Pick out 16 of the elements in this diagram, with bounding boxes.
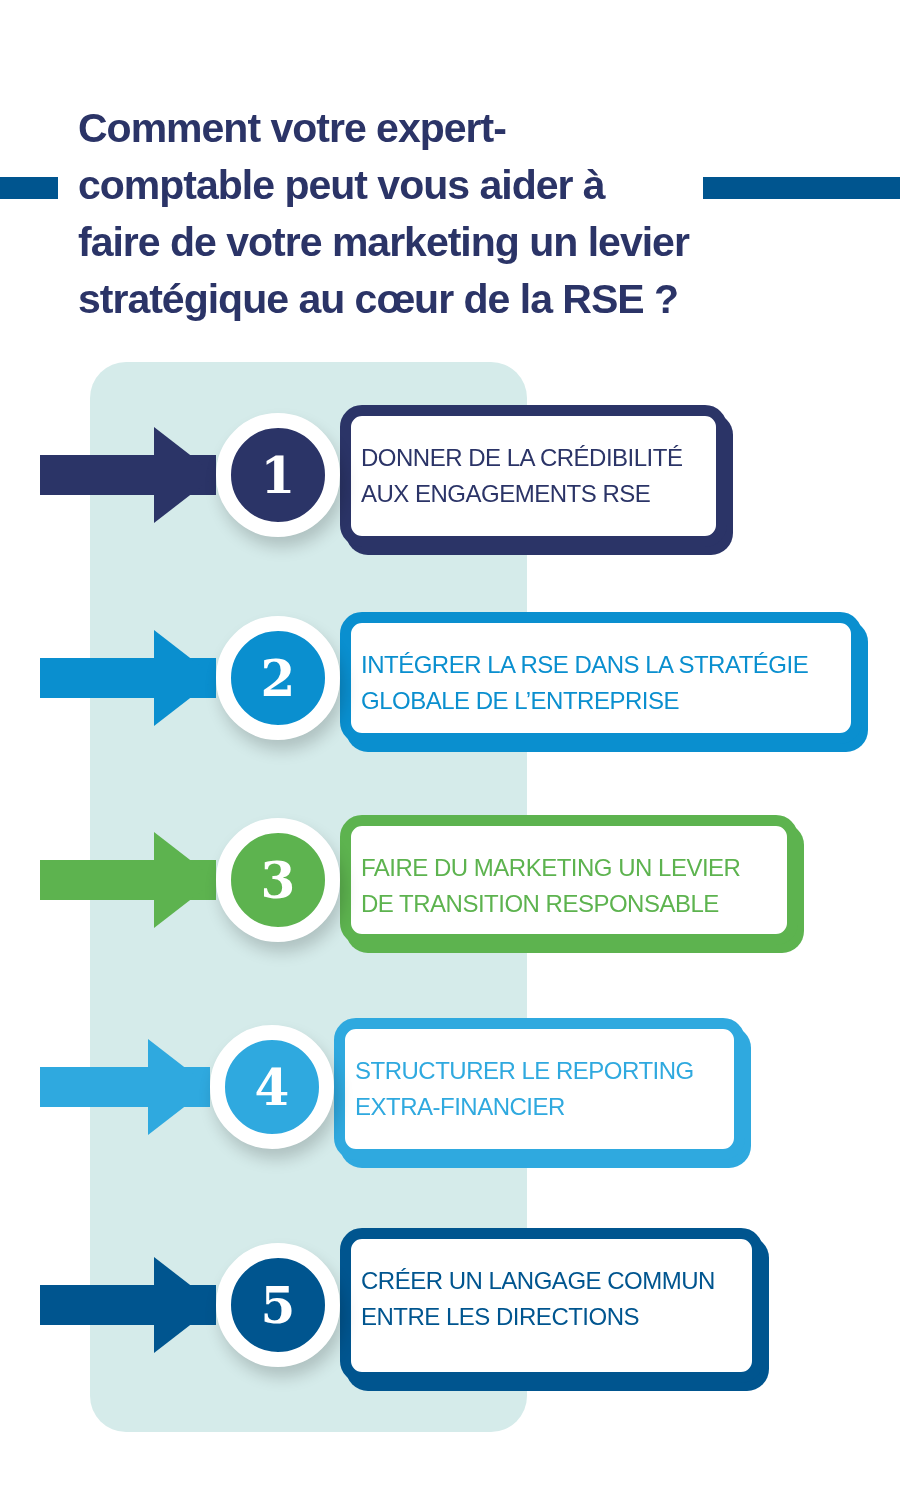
step-number: 4 (254, 1057, 290, 1117)
step-number: 2 (260, 648, 296, 708)
step-number: 3 (260, 850, 296, 910)
arrow (40, 630, 216, 726)
arrow (40, 1257, 216, 1353)
step-text: STRUCTURER LE REPORTING EXTRA-FINANCIER (355, 1056, 695, 1122)
step-text: DONNER DE LA CRÉDIBILITÉ AUX ENGAGEMENTS RSE (361, 443, 684, 509)
arrow (40, 427, 216, 523)
step-text: CRÉER UN LANGAGE COMMUN ENTRE LES DIRECTIONS (361, 1266, 716, 1332)
step-text: INTÉGRER LA RSE DANS LA STRATÉGIE GLOBALE DE L’ENTREPRISE (361, 650, 810, 716)
arrow (40, 1039, 210, 1135)
arrow (40, 832, 216, 928)
step-number: 5 (260, 1275, 296, 1335)
step-number: 1 (260, 445, 296, 505)
title: Comment votre expert-comptable peut vous aider à faire de votre marketing un levier stratégique au cœur de la RSE ? (78, 104, 691, 324)
step-text: FAIRE DU MARKETING UN LEVIER DE TRANSITION RESPONSABLE (361, 853, 742, 919)
